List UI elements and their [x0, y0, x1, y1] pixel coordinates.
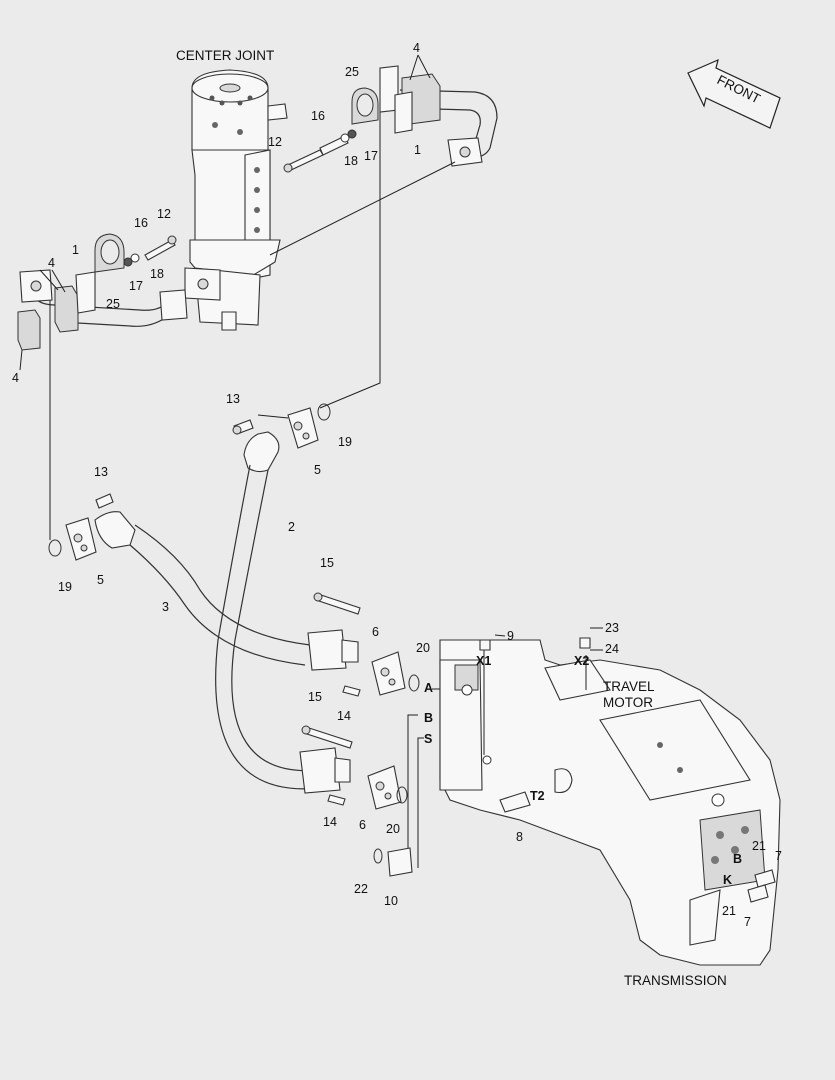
clamp-set [17, 73, 441, 351]
port-b-transmission-label: B [733, 852, 742, 866]
port-x2-label: X2 [574, 654, 589, 668]
callout-23: 23 [605, 621, 619, 635]
flange-left [48, 493, 114, 561]
callout-13: 13 [226, 392, 240, 406]
callout-15: 15 [320, 556, 334, 570]
center-joint [184, 69, 288, 331]
callout-20: 20 [386, 822, 400, 836]
callout-1: 1 [72, 243, 79, 257]
callout-3: 3 [162, 600, 169, 614]
callout-14: 14 [323, 815, 337, 829]
callout-15: 15 [308, 690, 322, 704]
callout-4: 4 [413, 41, 420, 55]
callout-19: 19 [58, 580, 72, 594]
callout-25: 25 [106, 297, 120, 311]
callout-21: 21 [722, 904, 736, 918]
travel-motor-title-line1: TRAVEL [603, 679, 655, 694]
callout-14: 14 [337, 709, 351, 723]
callout-18: 18 [344, 154, 358, 168]
callout-13: 13 [94, 465, 108, 479]
callout-16: 16 [134, 216, 148, 230]
port-b-label: B [424, 711, 433, 725]
callout-1: 1 [414, 143, 421, 157]
callout-7: 7 [744, 915, 751, 929]
travel-motor-assembly [439, 637, 781, 966]
front-arrow [687, 58, 781, 129]
callout-8: 8 [516, 830, 523, 844]
travel-motor-title-line2: MOTOR [603, 695, 653, 710]
callout-12: 12 [157, 207, 171, 221]
center-joint-title: CENTER JOINT [176, 48, 274, 63]
callout-leaders [19, 54, 603, 690]
callout-9: 9 [507, 629, 514, 643]
callout-24: 24 [605, 642, 619, 656]
callout-6: 6 [359, 818, 366, 832]
callout-22: 22 [354, 882, 368, 896]
left-tube [19, 269, 188, 327]
port-t2-label: T2 [530, 789, 545, 803]
flanges-lower [301, 592, 420, 877]
transmission-title: TRANSMISSION [624, 973, 727, 988]
bolts-upper [123, 129, 357, 267]
upper-right-tube [379, 65, 498, 167]
callout-21: 21 [752, 839, 766, 853]
callout-17: 17 [364, 149, 378, 163]
flange-upper [232, 403, 331, 449]
port-x1-label: X1 [476, 654, 491, 668]
callout-18: 18 [150, 267, 164, 281]
port-s-label: S [424, 732, 432, 746]
callout-12: 12 [268, 135, 282, 149]
callout-19: 19 [338, 435, 352, 449]
callout-6: 6 [372, 625, 379, 639]
callout-17: 17 [129, 279, 143, 293]
callout-2: 2 [288, 520, 295, 534]
callout-16: 16 [311, 109, 325, 123]
callout-20: 20 [416, 641, 430, 655]
callout-10: 10 [384, 894, 398, 908]
callout-25: 25 [345, 65, 359, 79]
clip-25 [94, 87, 379, 273]
hose-3 [94, 511, 359, 671]
callout-4: 4 [48, 256, 55, 270]
port-k-label: K [723, 873, 732, 887]
callout-5: 5 [314, 463, 321, 477]
hose-2 [215, 431, 351, 794]
callout-5: 5 [97, 573, 104, 587]
callout-4: 4 [12, 371, 19, 385]
callout-7: 7 [775, 849, 782, 863]
port-a-label: A [424, 681, 433, 695]
